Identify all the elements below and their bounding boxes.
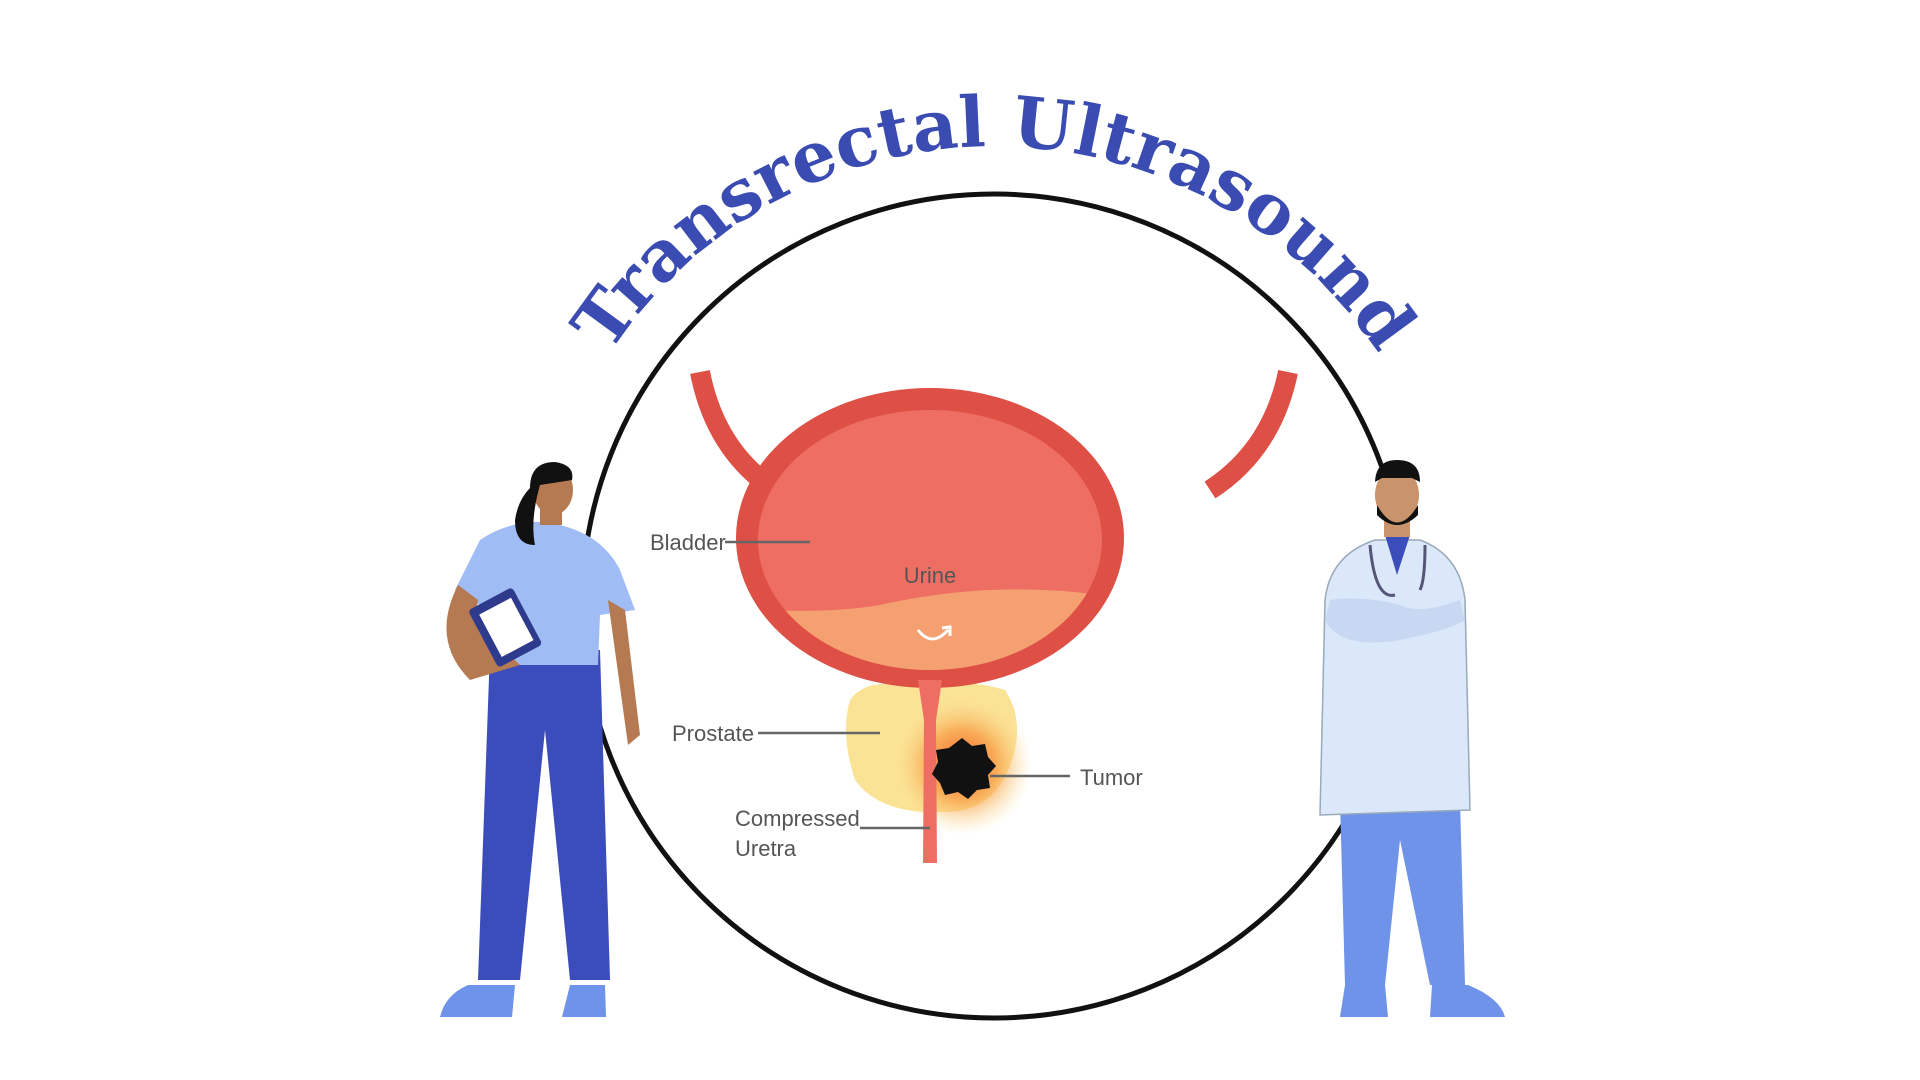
- nurse-figure: [440, 462, 640, 1017]
- bladder-neck-arrow-icon: [916, 625, 952, 641]
- urethra-label-line2: Uretra: [735, 836, 797, 861]
- urine-lower: [758, 589, 1102, 670]
- doctor-figure: [1319, 460, 1505, 1017]
- prostate-label: Prostate: [672, 721, 754, 746]
- urethra-label-line1: Compressed: [735, 806, 860, 831]
- urine-label: Urine: [904, 563, 957, 588]
- tumor: [932, 738, 996, 799]
- tumor-label: Tumor: [1080, 765, 1143, 790]
- urethra: [918, 680, 942, 863]
- right-ureter: [1204, 369, 1298, 499]
- page-title: Transrectal Ultrasound: [555, 80, 1432, 364]
- bladder-label: Bladder: [650, 530, 726, 555]
